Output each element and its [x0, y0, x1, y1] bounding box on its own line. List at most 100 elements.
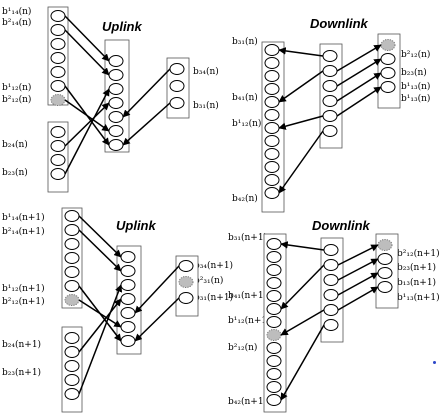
node: [120, 251, 136, 263]
node: [50, 10, 66, 22]
node-label: b₄₁(n): [232, 92, 258, 103]
node-label: b₃₄(n): [193, 66, 219, 77]
edge-arrow: [280, 241, 325, 251]
node-label: b²₁₂(n+1): [2, 296, 45, 307]
node: [264, 148, 280, 160]
node: [50, 126, 66, 138]
node: [64, 346, 80, 358]
node: [266, 368, 282, 380]
node: [323, 319, 339, 331]
node: [64, 224, 80, 236]
node: [169, 63, 185, 75]
edge-arrow: [64, 15, 110, 62]
edge-arrow: [78, 299, 122, 328]
node: [264, 96, 280, 108]
edge-arrow: [337, 272, 379, 296]
node: [120, 265, 136, 277]
node: [64, 294, 80, 306]
node: [264, 44, 280, 56]
node-label: b₃₁(n+1): [194, 292, 233, 303]
node: [323, 304, 339, 316]
node: [64, 388, 80, 400]
node: [266, 264, 282, 276]
node: [50, 52, 66, 64]
node-label: b¹₁₂(n): [2, 82, 31, 93]
node: [380, 53, 396, 65]
node: [50, 168, 66, 180]
node-label: b¹₁₃(n): [401, 81, 430, 92]
edge-arrow: [122, 68, 171, 118]
node: [108, 69, 124, 81]
edge-arrow: [337, 244, 379, 266]
node-label: b²₁₂(n+1): [397, 248, 440, 259]
downlink-title: Downlink: [312, 218, 371, 233]
edge-arrow: [280, 264, 325, 310]
node: [323, 244, 339, 256]
node-label: b₄₁(n+1): [228, 290, 267, 301]
edge-arrow: [134, 297, 180, 342]
node: [50, 140, 66, 152]
node: [380, 39, 396, 51]
node-label: b²₁₄(n): [2, 17, 31, 28]
node: [169, 80, 185, 92]
node: [322, 65, 338, 77]
edge-arrow: [336, 86, 382, 117]
node: [322, 110, 338, 122]
node: [266, 251, 282, 263]
edge-arrow: [280, 324, 325, 401]
node: [50, 80, 66, 92]
edge-arrow: [78, 298, 122, 353]
node: [323, 274, 339, 286]
edge-arrow: [78, 215, 122, 258]
edge-arrow: [134, 265, 180, 314]
node-label: b²₁₂(n): [228, 342, 257, 353]
node: [266, 381, 282, 393]
node-label: b₂₄(n+1): [2, 339, 41, 350]
edge-arrow: [122, 102, 171, 146]
downlink-title: Downlink: [310, 16, 369, 31]
node: [377, 281, 393, 293]
node-label: b₁₃(n+1): [397, 277, 436, 288]
node-label: b₂₃(n+1): [397, 262, 436, 273]
node: [264, 70, 280, 82]
node: [120, 335, 136, 347]
node-label: b²₁₂(n): [2, 94, 31, 105]
node: [266, 316, 282, 328]
node: [264, 174, 280, 186]
node: [50, 154, 66, 166]
node-label: b¹₁₄(n): [2, 6, 31, 17]
node: [108, 125, 124, 137]
edge-arrow: [337, 258, 379, 281]
node: [120, 293, 136, 305]
edge-arrow: [278, 130, 324, 194]
node: [64, 238, 80, 250]
node: [380, 67, 396, 79]
edge-arrow: [336, 58, 382, 87]
edge-arrow: [336, 72, 382, 102]
node-label: b²₃₁(n): [194, 275, 223, 286]
node: [50, 66, 66, 78]
node-label: b²₁₄(n+1): [2, 226, 45, 237]
edge-arrow: [278, 70, 324, 103]
node: [266, 394, 282, 406]
edge-arrow: [278, 115, 324, 130]
node: [266, 303, 282, 315]
node: [108, 111, 124, 123]
node: [264, 161, 280, 173]
node-label: b¹₁₂(n+1): [228, 315, 271, 326]
node: [50, 38, 66, 50]
node: [266, 355, 282, 367]
node: [377, 239, 393, 251]
node-label: b₄₂(n+1): [228, 396, 267, 407]
node: [322, 125, 338, 137]
node: [178, 260, 194, 272]
node: [108, 139, 124, 151]
edge-arrow: [280, 309, 325, 336]
node: [266, 329, 282, 341]
node-label: b¹₁₃(n): [401, 93, 430, 104]
node: [108, 55, 124, 67]
node: [64, 252, 80, 264]
node: [266, 238, 282, 250]
node: [266, 277, 282, 289]
edge-arrow: [78, 229, 122, 272]
